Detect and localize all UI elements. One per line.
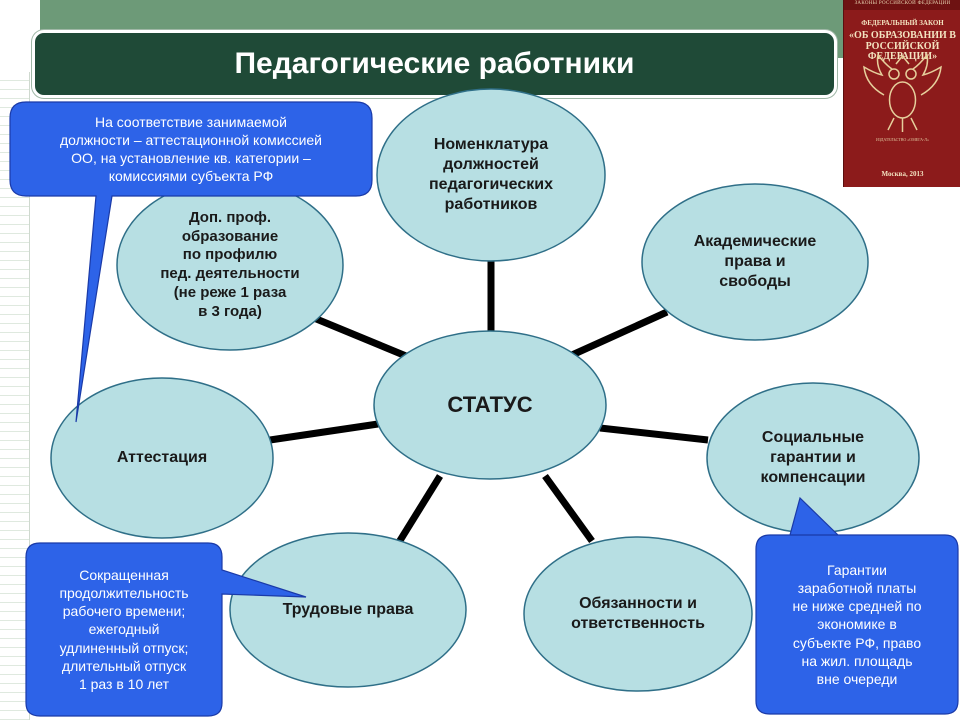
social-guarantees-callout-text: Гарантии заработной платы не ниже средне…	[792, 561, 922, 687]
callouts	[9, 101, 959, 717]
attestation-node-shape	[50, 377, 274, 539]
double-headed-eagle-emblem-icon	[863, 53, 942, 132]
book-series-text: ЗАКОНЫ РОССИЙСКОЙ ФЕДЕРАЦИИ	[854, 1, 951, 6]
status-node-label: СТАТУС	[447, 392, 533, 418]
duties-node-label: Обязанности и ответственность	[571, 595, 705, 632]
labor-callout-text: Сокращенная продолжительность рабочего в…	[59, 566, 189, 692]
nomenclature-node-shape	[376, 88, 606, 262]
connector-academic	[570, 308, 669, 359]
connector-social	[599, 424, 709, 444]
title-bar: Педагогические работники	[32, 30, 837, 98]
connector-duties	[542, 473, 595, 544]
nomenclature-node-label: Номенклатура должностей педагогических р…	[429, 136, 553, 213]
attestation-node-label: Аттестация	[116, 449, 208, 466]
social-guarantees-callout-shape	[755, 496, 959, 715]
labor-rights-node-label: Трудовые права	[282, 601, 414, 618]
law-book-cover-image: ЗАКОНЫ РОССИЙСКОЙ ФЕДЕРАЦИИ ФЕДЕРАЛЬНЫЙ …	[843, 0, 960, 187]
nodes	[50, 88, 920, 692]
book-publisher-text: ИЗДАТЕЛЬСТВО «ОМЕГА-Л»	[875, 137, 930, 142]
duties-node-shape	[523, 536, 753, 692]
connector-education	[312, 314, 408, 360]
attestation-callout-text: На соответствие занимаемой должности – а…	[60, 113, 322, 185]
connector-attestation	[269, 420, 379, 444]
page-title: Педагогические работники	[234, 47, 635, 80]
connector-labor	[393, 474, 443, 549]
education-node-label: Доп. проф. образование по профилю пед. д…	[160, 208, 300, 320]
labor-rights-node-shape	[229, 532, 467, 688]
social-guarantees-node-label: Социальные гарантии и компенсации	[760, 429, 866, 486]
book-top-strip	[844, 0, 960, 10]
labor-callout-shape	[25, 542, 307, 717]
status-node-shape	[373, 330, 607, 480]
academic-rights-node-label: Академические права и свободы	[693, 233, 817, 290]
academic-rights-node-shape	[641, 183, 869, 341]
book-law-type-text: ФЕДЕРАЛЬНЫЙ ЗАКОН	[861, 19, 944, 27]
connectors	[269, 255, 709, 549]
book-year-text: Москва, 2013	[881, 170, 924, 178]
attestation-callout-shape	[9, 101, 373, 423]
